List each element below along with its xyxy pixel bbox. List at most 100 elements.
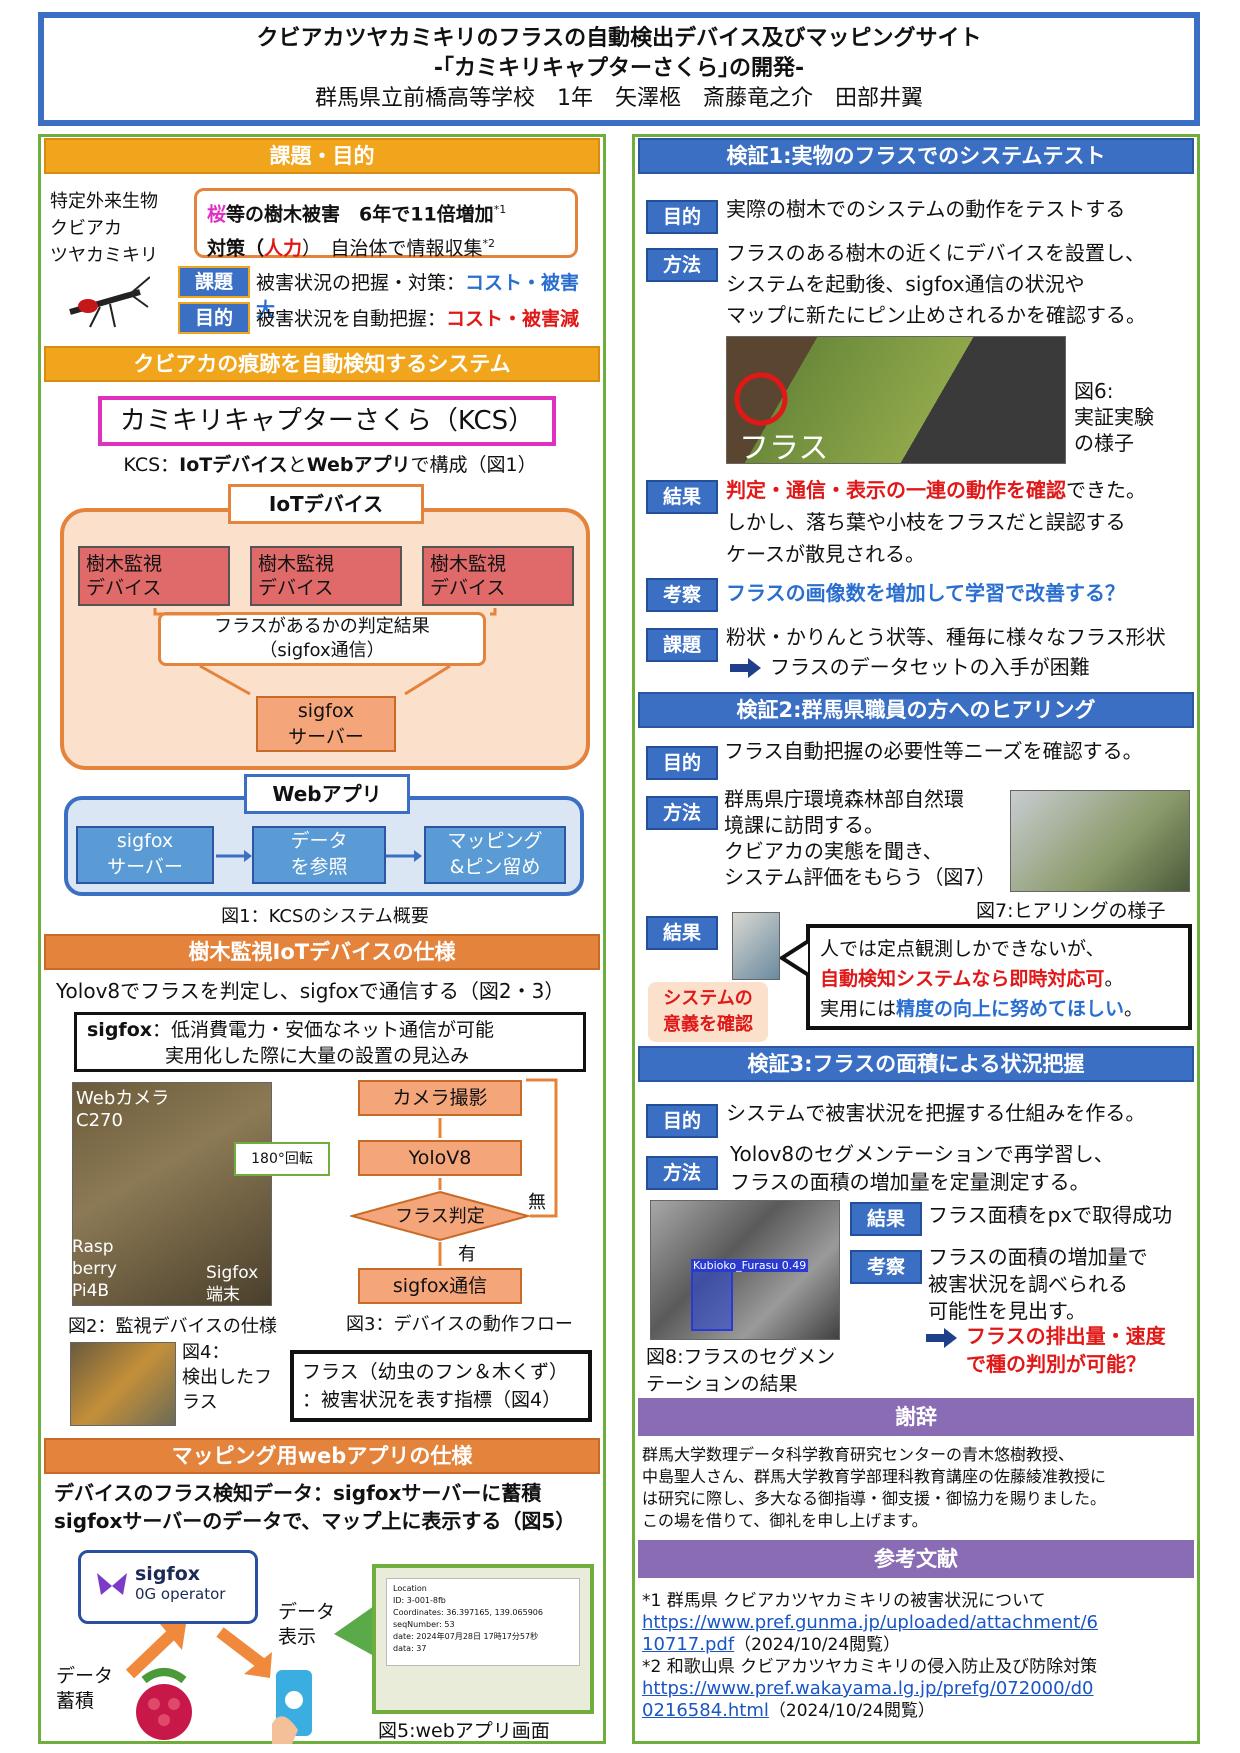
v3-result-label: 結果 bbox=[850, 1202, 922, 1236]
device-box-3: 樹木監視 デバイス bbox=[422, 546, 574, 606]
section-device-title: 樹木監視IoTデバイスの仕様 bbox=[44, 934, 600, 970]
poster-title: クビアカツヤカミキリのフラスの自動検出デバイス及びマッピングサイト bbox=[256, 26, 982, 51]
poster-subtitle: -｢カミキリキャプターさくら｣の開発- bbox=[433, 56, 805, 81]
v2-method: 群馬県庁環境森林部自然環 境課に訪問する。 クビアカの実態を聞き、 システム評価… bbox=[724, 787, 997, 889]
v3-discussion: フラスの面積の増加量で 被害状況を調べられる 可能性を見出す。 bbox=[928, 1245, 1148, 1323]
data-store-label: データ 蓄積 bbox=[56, 1665, 114, 1712]
poster-header: クビアカツヤカミキリのフラスの自動検出デバイス及びマッピングサイト -｢カミキリ… bbox=[38, 12, 1200, 126]
iot-arrows bbox=[153, 608, 497, 696]
smartphone-icon bbox=[272, 1670, 312, 1744]
fig5-caption: 図5:webアプリ画面 bbox=[378, 1720, 550, 1742]
fig6-frass-label: フラス bbox=[739, 431, 829, 466]
flow-camera: カメラ撮影 bbox=[358, 1080, 522, 1116]
flow-judge-diamond bbox=[350, 1190, 530, 1242]
v1-discussion-label: 考察 bbox=[646, 578, 718, 612]
device-box-2: 樹木監視 デバイス bbox=[250, 546, 402, 606]
flow-yes-label: 有 bbox=[458, 1244, 476, 1265]
interview-photo bbox=[732, 912, 780, 980]
webapp-line2: sigfoxサーバーのデータで、マップ上に表示する（図5） bbox=[54, 1509, 576, 1533]
v3-result: フラス面積をpxで取得成功 bbox=[928, 1203, 1173, 1227]
v3-method-label: 方法 bbox=[646, 1156, 718, 1190]
kcs-desc: KCS：IoTデバイスとWebアプリで構成（図1） bbox=[123, 454, 537, 476]
v3-purpose: システムで被害状況を把握する仕組みを作る。 bbox=[726, 1101, 1146, 1125]
fig2-device-photo bbox=[72, 1082, 272, 1306]
ref1-link[interactable]: https://www.pref.gunma.jp/uploaded/attac… bbox=[642, 1612, 1098, 1655]
webapp-line1: デバイスのフラス検知データ：sigfoxサーバーに蓄積 bbox=[54, 1481, 542, 1505]
flow-judge: フラス判定 bbox=[395, 1206, 485, 1227]
section-refs-title: 参考文献 bbox=[638, 1540, 1194, 1578]
v1-method-label: 方法 bbox=[646, 248, 718, 282]
ref1-title: *1 群馬県 クビアカツヤカミキリの被害状況について bbox=[642, 1591, 1046, 1611]
device-box-1: 樹木監視 デバイス bbox=[78, 546, 230, 606]
section-verify1-title: 検証1:実物のフラスでのシステムテスト bbox=[638, 138, 1194, 174]
ref2-date: （2024/10/24閲覧） bbox=[768, 1701, 935, 1721]
fig1-caption: 図1：KCSのシステム概要 bbox=[221, 906, 429, 927]
ack-text: 群馬大学数理データ科学教育研究センターの青木悠樹教授、 中島聖人さん、群馬大学教… bbox=[642, 1445, 1107, 1530]
fig2-caption: 図2：監視デバイスの仕様 bbox=[68, 1316, 277, 1337]
iot-label: IoTデバイス bbox=[228, 484, 424, 524]
segmentation-label: Kubioko_Furasu 0.49 bbox=[691, 1259, 809, 1272]
v1-discussion: フラスの画像数を増加して学習で改善する？ bbox=[726, 581, 1125, 605]
raspberry-pi-icon bbox=[136, 1668, 192, 1740]
section-webapp-title: マッピング用webアプリの仕様 bbox=[44, 1438, 600, 1474]
fig4-caption: 図4： 検出したフ ラス bbox=[182, 1342, 272, 1413]
section-system-title: クビアカの痕跡を自動検知するシステム bbox=[44, 346, 600, 382]
issue-label: 課題 bbox=[178, 266, 250, 298]
fig3-caption: 図3：デバイスの動作フロー bbox=[346, 1314, 573, 1335]
significance-badge: システムの 意義を確認 bbox=[648, 982, 768, 1042]
map-pointer-icon bbox=[334, 1606, 374, 1656]
right-column bbox=[632, 134, 1200, 1744]
sigfox-logo: sigfox 0G operator bbox=[78, 1550, 258, 1624]
segmentation-mask bbox=[691, 1265, 733, 1331]
v3-purpose-label: 目的 bbox=[646, 1104, 718, 1138]
kcs-name: カミキリキャプターさくら（KCS） bbox=[98, 396, 556, 446]
sigfox-module-label: Sigfox 端末 bbox=[206, 1263, 259, 1305]
sigfox-box: sigfox：低消費電力・安価なネット通信が可能 実用化した際に大量の設置の見込… bbox=[74, 1012, 586, 1072]
ref2-link[interactable]: https://www.pref.wakayama.lg.jp/prefg/07… bbox=[642, 1678, 1094, 1721]
v1-purpose: 実際の樹木でのシステムの動作をテストする bbox=[726, 197, 1126, 221]
sigfox-butterfly-icon bbox=[97, 1573, 127, 1595]
fig8-segmentation-photo: Kubioko_Furasu 0.49 bbox=[650, 1200, 840, 1340]
fig4-frass-photo bbox=[70, 1342, 176, 1426]
arrow-right-icon-2 bbox=[926, 1328, 957, 1348]
v1-purpose-label: 目的 bbox=[646, 200, 718, 234]
flow-yolo: YoloV8 bbox=[358, 1140, 522, 1176]
authors: 群馬県立前橋高等学校 1年 矢澤柩 斎藤竜之介 田部井翼 bbox=[315, 86, 923, 111]
web-server-box: sigfox サーバー bbox=[76, 826, 214, 884]
data-display-label: データ 表示 bbox=[278, 1601, 336, 1648]
ref1-date: （2024/10/24閲覧） bbox=[734, 1635, 901, 1655]
v2-purpose: フラス自動把握の必要性等ニーズを確認する。 bbox=[724, 739, 1143, 763]
v1-issue: 粉状・かりんとう状等、種毎に様々なフラス形状 bbox=[726, 625, 1166, 649]
flow-no-label: 無 bbox=[528, 1192, 546, 1213]
judge-result-box: フラスがあるかの判定結果 （sigfox通信） bbox=[158, 612, 486, 666]
v1-issue-label: 課題 bbox=[646, 628, 718, 662]
v1-method: フラスのある樹木の近くにデバイスを設置し、 システムを起動後、sigfox通信の… bbox=[726, 241, 1146, 327]
v3-next: フラスの排出量・速度 で種の判別が可能？ bbox=[966, 1324, 1166, 1376]
v1-issue2: フラスのデータセットの入手が困難 bbox=[770, 655, 1090, 679]
webapp-label: Webアプリ bbox=[244, 774, 410, 814]
fig6-caption: 図6: 実証実験 の様子 bbox=[1074, 379, 1154, 455]
raspberry-label: Rasp berry Pi4B bbox=[72, 1237, 117, 1301]
fig8-caption: 図8:フラスのセグメン テーションの結果 bbox=[646, 1346, 836, 1395]
interview-quote-box: 人では定点観測しかできないが、 自動検知システムなら即時対応可。 実用には精度の… bbox=[806, 924, 1192, 1030]
web-map-box: マッピング &ピン留め bbox=[424, 826, 566, 884]
goal-text: 被害状況を自動把握：コスト・被害減 bbox=[256, 308, 580, 330]
section-ack-title: 謝辞 bbox=[638, 1398, 1194, 1436]
goal-label: 目的 bbox=[178, 302, 250, 334]
rotation-label: 180°回転 bbox=[234, 1142, 330, 1176]
section-verify3-title: 検証3:フラスの面積による状況把握 bbox=[638, 1046, 1194, 1082]
issue-text: 被害状況の把握・対策：コスト・被害大 bbox=[256, 272, 580, 321]
section-purpose-title: 課題・目的 bbox=[44, 138, 600, 174]
v1-result-label: 結果 bbox=[646, 480, 718, 514]
left-column bbox=[38, 134, 606, 1744]
arrow-right-icon bbox=[730, 658, 761, 678]
map-popup: Location ID: 3-001-8fb Coordinates: 36.3… bbox=[386, 1578, 580, 1666]
fig7-photo bbox=[1010, 790, 1190, 892]
flow-sigfox: sigfox通信 bbox=[358, 1268, 522, 1304]
store-arrow-icon bbox=[125, 1624, 186, 1679]
fig5-map-screenshot: Location ID: 3-001-8fb Coordinates: 36.3… bbox=[372, 1564, 594, 1714]
v2-result-label: 結果 bbox=[646, 916, 718, 950]
v2-method-label: 方法 bbox=[646, 796, 718, 830]
webcam-label: Webカメラ C270 bbox=[76, 1088, 170, 1131]
ref2-title: *2 和歌山県 クビアカツヤカミキリの侵入防止及び防除対策 bbox=[642, 1657, 1098, 1677]
